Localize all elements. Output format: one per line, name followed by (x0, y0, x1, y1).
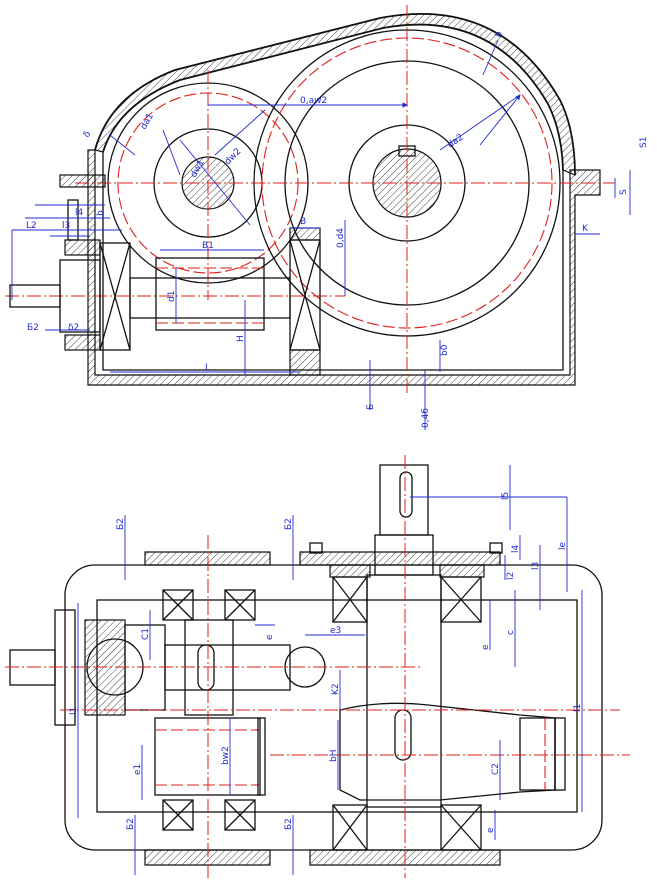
label-le: le (558, 541, 568, 550)
label-da2: dа2 (446, 133, 466, 151)
label-C2: C2 (491, 763, 501, 775)
label-c: c (506, 630, 516, 635)
label-K: K (582, 224, 589, 234)
pinion-gear-body (155, 257, 265, 331)
label-l4: l4 (511, 544, 521, 553)
label-delta: δ (82, 129, 94, 139)
label-e1: e1 (133, 764, 143, 775)
label-S: S (619, 189, 629, 195)
label-aw2: 0,аw2 (300, 96, 327, 106)
output-shaft-end (379, 464, 429, 536)
label-B1: B1 (202, 241, 214, 251)
output-shaft (366, 574, 442, 808)
housing-wall (87, 149, 601, 386)
label-C1: C1 (141, 628, 151, 640)
label-S1: S1 (639, 137, 649, 148)
label-l4: l4 (75, 208, 84, 218)
label-B2-mid: Б2 (284, 518, 294, 530)
label-l2: l2 (506, 572, 516, 580)
label-B2-bottom-left: Б2 (126, 818, 136, 830)
label-K2: K2 (331, 683, 341, 695)
label-e: e (481, 644, 491, 650)
label-delta2: δ2 (68, 323, 79, 333)
label-l1-right: l1 (573, 704, 583, 712)
label-b-small: b (96, 210, 106, 216)
label-e3: e3 (330, 626, 341, 636)
label-bw2: bw2 (221, 746, 231, 765)
label-bh: bH (329, 750, 339, 762)
label-B2-left: Б2 (116, 518, 126, 530)
label-L2: L2 (26, 221, 37, 231)
label-B: B (300, 217, 306, 227)
label-L: L (205, 363, 210, 373)
label-04b: 0,4б (421, 408, 431, 428)
label-B-bottom: Б (366, 404, 376, 410)
label-e2: e (486, 827, 496, 833)
label-l1-left: l1 (69, 707, 79, 715)
label-l5: l5 (501, 492, 511, 500)
label-e-small: e (265, 634, 275, 640)
label-b-top: b (494, 30, 506, 40)
label-H: H (236, 335, 246, 342)
top-view: δ dа1 dw1 dw2 dа2 0,аw2 b S1 S K l4 l3 L… (5, 5, 649, 430)
label-l3: l3 (531, 562, 541, 570)
label-B2: Б2 (27, 323, 39, 333)
label-l3: l3 (62, 221, 70, 231)
side-view: Б2 Б2 l5 le l4 l3 l2 c e l1 C1 e e3 K2 l… (5, 455, 630, 878)
label-B2-bottom-mid: Б2 (284, 818, 294, 830)
label-ad4: 0,d4 (336, 228, 346, 248)
label-dw2: dw2 (223, 147, 243, 167)
label-b0: b0 (440, 344, 450, 356)
label-da1: dа1 (139, 112, 156, 132)
label-d1: d1 (167, 291, 177, 302)
